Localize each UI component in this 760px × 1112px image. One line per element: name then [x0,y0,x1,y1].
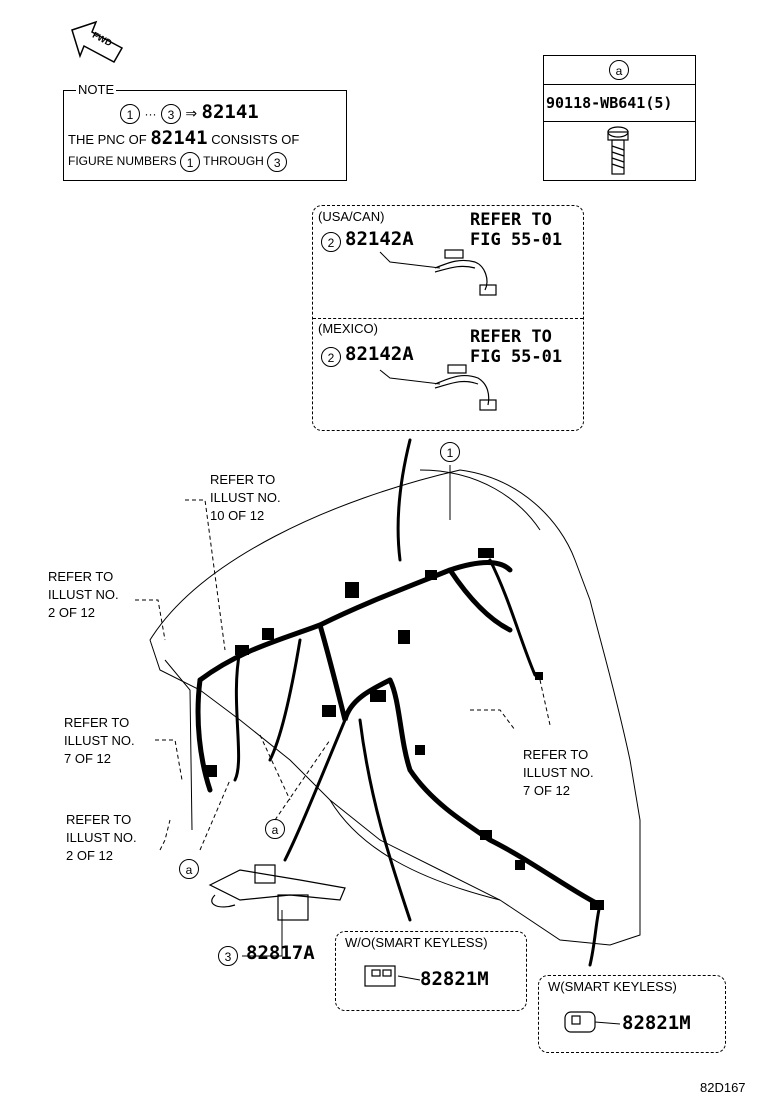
range-arrow-icon: ⇒ [185,105,198,121]
note-box: NOTE 1 ··· 3 ⇒ 82141 THE PNC OF 82141 CO… [63,82,347,181]
bolt-callout-1: a [265,819,285,839]
ref-illust-7-right-line-2: ILLUST NO. [523,765,594,780]
figure-code: 82D167 [700,1080,746,1095]
note-line-2: THE PNC OF 82141 CONSISTS OF [68,127,299,149]
keyless-with-label: W(SMART KEYLESS) [548,979,677,994]
figure-number-start: 1 [120,103,140,124]
keyless-without-label: W/O(SMART KEYLESS) [345,935,488,950]
bolt-table-divider-1 [544,84,695,85]
variant-usa-pnc: 82142A [345,228,414,250]
variant-mexico-figure-number: 2 [321,347,341,367]
bolt-tag: a [609,60,629,80]
variant-mexico-region: (MEXICO) [318,321,378,336]
bolt-part-number: 90118-WB641(5) [546,94,673,112]
variant-box [312,205,584,431]
note-line-3-mid: THROUGH [203,154,264,169]
note-title: NOTE [76,82,117,97]
keyless-with-pnc: 82821M [622,1012,691,1034]
ref-illust-2-upper: REFER TO ILLUST NO. 2 OF 12 [48,568,119,622]
ref-illust-2-upper-line-1: REFER TO [48,569,114,584]
note-line-2-pnc: 82141 [150,127,208,149]
ref-illust-2-lower-line-3: 2 OF 12 [66,848,113,863]
ref-illust-2-lower-line-2: ILLUST NO. [66,830,137,845]
note-line-3-prefix: FIGURE NUMBERS [68,154,177,169]
ref-illust-2-lower: REFER TO ILLUST NO. 2 OF 12 [66,811,137,865]
bolt-icon [607,126,629,175]
ref-illust-7-left-line-3: 7 OF 12 [64,751,111,766]
keyless-without-pnc: 82821M [420,968,489,990]
ref-illust-10-line-2: ILLUST NO. [210,490,281,505]
keyless-with-box [538,975,726,1053]
variant-usa-region: (USA/CAN) [318,209,385,224]
ref-illust-10: REFER TO ILLUST NO. 10 OF 12 [210,471,281,525]
range-pnc: 82141 [201,101,259,123]
bracket-pnc: 82817A [246,942,315,964]
variant-usa-ref-2: FIG 55-01 [470,230,563,250]
bolt-callout-2: a [179,859,199,879]
keyless-without-box [335,931,527,1011]
bolt-table: a 90118-WB641(5) [543,55,696,181]
ref-illust-2-upper-line-2: ILLUST NO. [48,587,119,602]
note-line-2-prefix: THE PNC OF [68,132,147,147]
variant-usa-figure-number: 2 [321,232,341,252]
note-line-3: FIGURE NUMBERS 1 THROUGH 3 [68,152,288,172]
ref-illust-7-left-line-2: ILLUST NO. [64,733,135,748]
variant-divider [313,318,583,319]
ref-illust-7-right-line-1: REFER TO [523,747,589,762]
main-harness-callout: 1 [440,442,460,462]
note-range: 1 ··· 3 ⇒ 82141 [120,101,259,124]
variant-mexico-ref-2: FIG 55-01 [470,347,563,367]
bolt-table-divider-2 [544,121,695,122]
variant-mexico-pnc: 82142A [345,343,414,365]
variant-mexico-ref-1: REFER TO [470,327,552,347]
ref-illust-7-left-line-1: REFER TO [64,715,130,730]
ref-illust-10-line-3: 10 OF 12 [210,508,265,523]
ref-illust-10-line-1: REFER TO [210,472,276,487]
ref-illust-7-right-line-3: 7 OF 12 [523,783,570,798]
fwd-arrow-icon [71,20,124,64]
ref-illust-2-lower-line-1: REFER TO [66,812,132,827]
note-line-2-suffix: CONSISTS OF [211,132,300,147]
figure-number-from: 1 [180,152,201,172]
ref-illust-2-upper-line-3: 2 OF 12 [48,605,95,620]
ref-illust-7-right: REFER TO ILLUST NO. 7 OF 12 [523,746,594,800]
bracket-figure-number: 3 [218,946,238,966]
figure-number-to: 3 [267,152,288,172]
ref-illust-7-left: REFER TO ILLUST NO. 7 OF 12 [64,714,135,768]
figure-number-end: 3 [160,103,181,124]
variant-usa-ref-1: REFER TO [470,210,552,230]
